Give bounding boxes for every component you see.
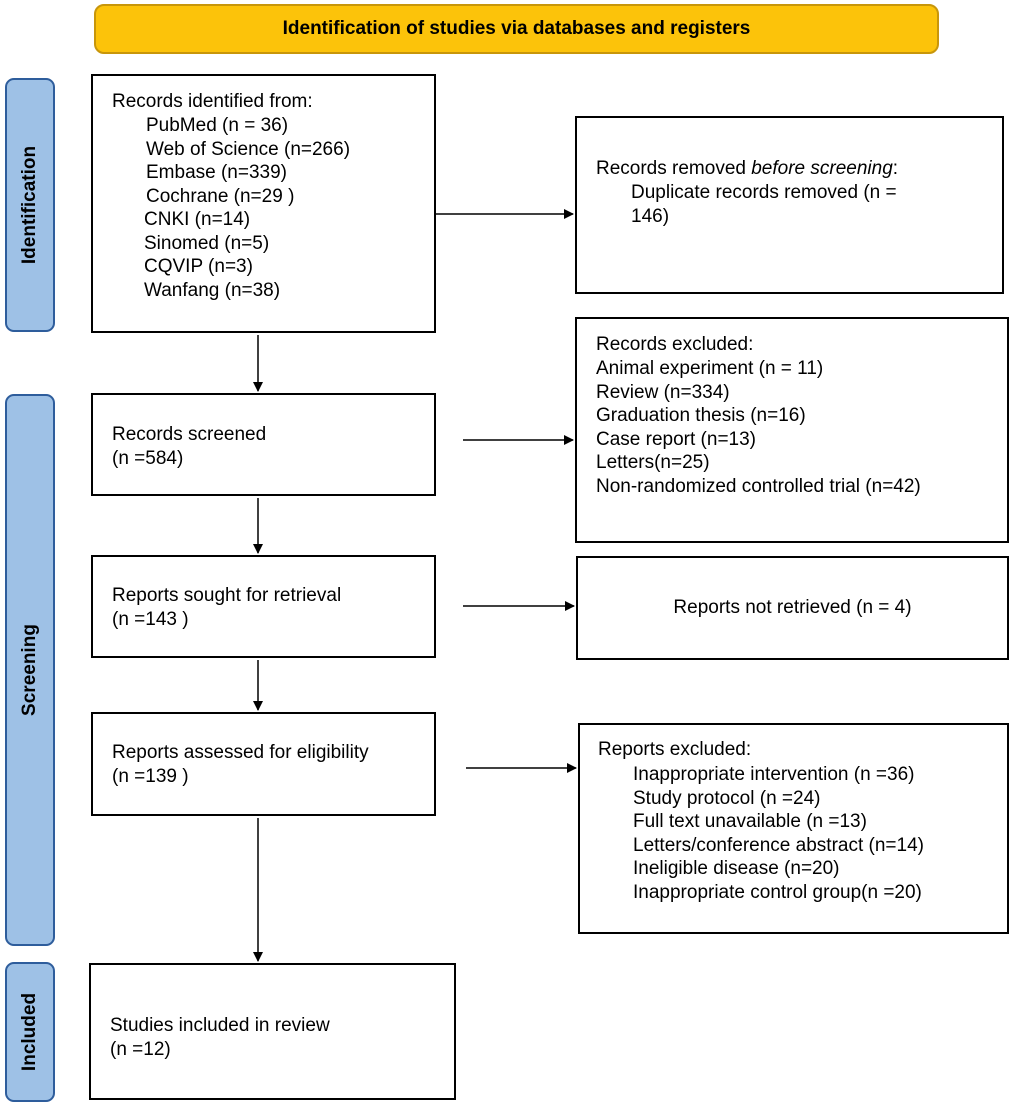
reports-assessed-label: Reports assessed for eligibility <box>112 742 369 763</box>
records-removed-heading-prefix: Records removed <box>596 158 752 179</box>
source-item: PubMed (n = 36) <box>146 115 289 136</box>
excluded-item: Non-randomized controlled trial (n=42) <box>596 475 921 497</box>
records-screened-label: Records screened <box>112 424 267 445</box>
records-screened-count: (n =584) <box>112 448 184 469</box>
records-removed-heading-italic: before screening <box>751 158 893 179</box>
reports-sought-count: (n =143 ) <box>112 609 189 630</box>
studies-included-label: Studies included in review <box>110 1015 330 1036</box>
records-removed-heading: Records removed before screening: <box>596 157 898 181</box>
phase-identification: Identification <box>5 78 55 332</box>
reports-excluded-item: Full text unavailable (n =13) <box>633 811 867 832</box>
duplicates-line2: 146) <box>631 206 670 227</box>
reports-excluded-heading: Reports excluded: <box>598 739 752 760</box>
source-item: Web of Science (n=266) <box>146 138 351 160</box>
source-item: CNKI (n=14) <box>144 209 251 230</box>
reports-excluded-item: Inappropriate intervention (n =36) <box>633 764 915 785</box>
duplicates-line1: Duplicate records removed (n = <box>631 182 897 203</box>
reports-sought-box: Reports sought for retrieval (n =143 ) <box>91 555 436 658</box>
records-removed-heading-suffix: : <box>892 158 899 179</box>
excluded-item: Case report (n=13) <box>596 428 756 450</box>
records-excluded-box: Records excluded: Animal experiment (n =… <box>575 317 1009 543</box>
source-item: Embase (n=339) <box>146 162 287 183</box>
records-removed-box: Records removed before screening: Duplic… <box>575 116 1004 294</box>
phase-screening: Screening <box>5 394 55 946</box>
studies-included-box: Studies included in review (n =12) <box>89 963 456 1100</box>
reports-assessed-box: Reports assessed for eligibility (n =139… <box>91 712 436 816</box>
source-item: Wanfang (n=38) <box>144 279 281 301</box>
header-banner: Identification of studies via databases … <box>94 4 939 54</box>
sources-list-primary: PubMed (n = 36) Web of Science (n=266) E… <box>146 114 350 208</box>
header-title: Identification of studies via databases … <box>282 18 751 39</box>
source-item: Sinomed (n=5) <box>144 232 270 254</box>
excluded-item: Graduation thesis (n=16) <box>596 405 806 426</box>
reports-assessed-count: (n =139 ) <box>112 766 189 787</box>
reports-excluded-box: Reports excluded: Inappropriate interven… <box>578 723 1009 934</box>
records-identified-heading: Records identified from: <box>112 91 313 112</box>
sources-list-secondary: CNKI (n=14) Sinomed (n=5) CQVIP (n=3) Wa… <box>144 208 280 302</box>
excluded-item: Animal experiment (n = 11) <box>596 358 824 379</box>
reports-excluded-item: Letters/conference abstract (n=14) <box>633 834 924 856</box>
reports-excluded-item: Inappropriate control group(n =20) <box>633 881 922 903</box>
reports-not-retrieved-box: Reports not retrieved (n = 4) <box>576 556 1009 660</box>
reports-excluded-list: Inappropriate intervention (n =36) Study… <box>633 763 924 904</box>
studies-included-count: (n =12) <box>110 1039 171 1060</box>
reports-excluded-item: Study protocol (n =24) <box>633 787 821 809</box>
excluded-item: Letters(n=25) <box>596 452 710 473</box>
records-excluded-heading: Records excluded: <box>596 334 754 355</box>
excluded-item: Review (n=334) <box>596 381 730 403</box>
records-identified-box: Records identified from: PubMed (n = 36)… <box>91 74 436 333</box>
reports-excluded-item: Ineligible disease (n=20) <box>633 858 840 879</box>
source-item: Cochrane (n=29 ) <box>146 185 295 207</box>
reports-sought-label: Reports sought for retrieval <box>112 585 342 606</box>
records-screened-box: Records screened (n =584) <box>91 393 436 496</box>
reports-not-retrieved-label: Reports not retrieved (n = 4) <box>673 597 912 618</box>
source-item: CQVIP (n=3) <box>144 256 253 277</box>
records-excluded-list: Animal experiment (n = 11) Review (n=334… <box>596 357 921 498</box>
phase-included: Included <box>5 962 55 1102</box>
